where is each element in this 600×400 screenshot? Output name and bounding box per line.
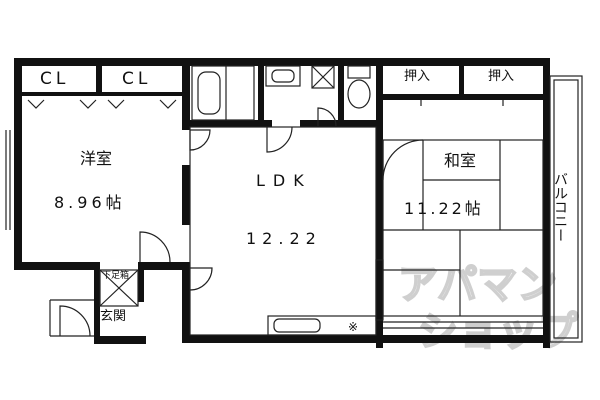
watermark-line-1: アパマン <box>398 262 557 308</box>
washer-space <box>311 65 335 89</box>
shoe-box-label: 下足箱 <box>102 269 129 281</box>
ldk-size: 12.22 <box>246 229 322 248</box>
oshiire-label-2: 押入 <box>488 69 514 84</box>
bathtub <box>191 65 255 121</box>
balcony-label: バルコニー <box>552 172 568 242</box>
kitchen-counter <box>267 315 377 336</box>
japanese-room-size: 11.22帖 <box>404 199 484 218</box>
western-room-name: 洋室 <box>80 149 112 168</box>
washbasin <box>265 65 301 87</box>
storage-labels: CL CL 押入 押入 下足箱 <box>40 69 514 281</box>
fixtures: ※ <box>191 65 384 336</box>
entrance-label: 玄関 <box>100 309 126 324</box>
closet-label-1: CL <box>40 69 69 89</box>
closet-label-2: CL <box>122 69 151 89</box>
doors <box>59 107 424 337</box>
ldk-name: LDK <box>256 171 312 190</box>
toilet <box>347 65 371 109</box>
room-labels: 洋室 8.96帖 LDK 12.22 和室 11.22帖 玄関 バルコニー <box>54 149 568 324</box>
svg-text:※: ※ <box>348 320 358 334</box>
western-room-size: 8.96帖 <box>54 193 126 212</box>
japanese-room-name: 和室 <box>444 151 476 170</box>
interior-lines <box>5 75 583 343</box>
walls <box>14 58 550 348</box>
oshiire-label-1: 押入 <box>404 69 430 84</box>
